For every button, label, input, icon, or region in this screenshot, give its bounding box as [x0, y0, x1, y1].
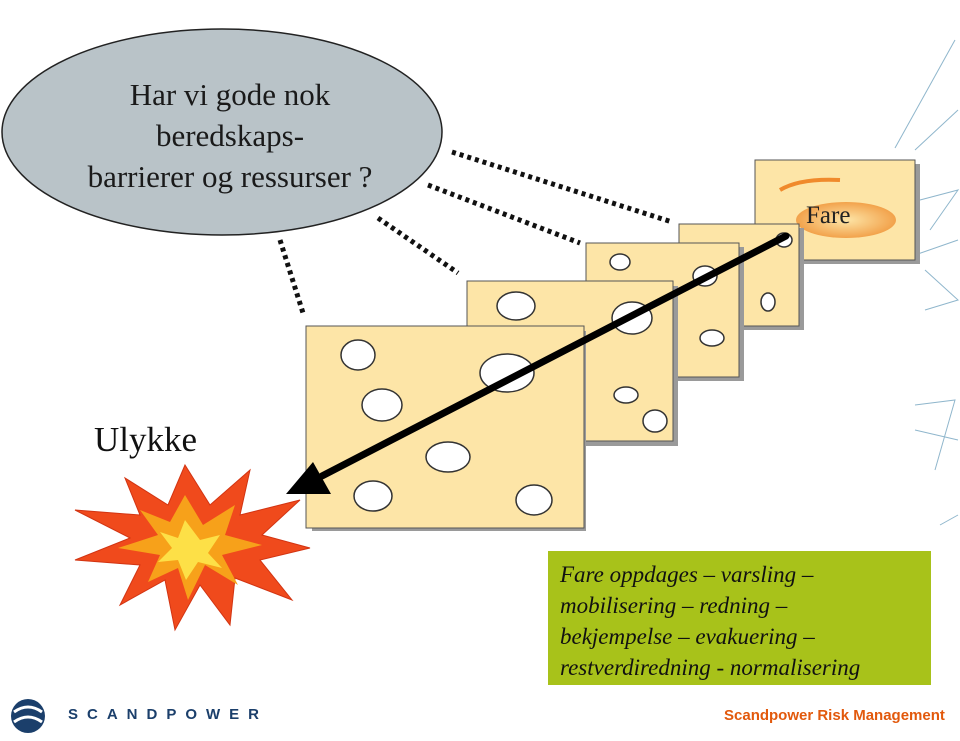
- question-line: beredskaps-: [155, 118, 305, 153]
- brand-name: SCANDPOWER: [68, 706, 269, 723]
- background-decoration: [894, 39, 960, 526]
- response-phase-line: mobilisering – redning –: [560, 593, 788, 618]
- footer-text: Scandpower Risk Management: [724, 707, 945, 724]
- connector-lines: [277, 149, 673, 314]
- hazard-flame-icon: [796, 202, 896, 238]
- response-phase-line: restverdiredning - normalisering: [560, 655, 861, 680]
- question-line: Har vi gode nok: [129, 77, 331, 112]
- hazard-label: Fare: [806, 202, 851, 229]
- response-phases-box: Fare oppdages – varsling – mobilisering …: [548, 551, 931, 685]
- question-bubble: [1, 28, 443, 236]
- barrier-slice-5: [754, 159, 920, 264]
- accident-label: Ulykke: [94, 420, 198, 459]
- explosion-icon: [74, 463, 311, 632]
- question-text: Har vi gode nok beredskaps- barrierer og…: [40, 74, 420, 197]
- hazard-trajectory-arrow: [286, 232, 790, 494]
- question-line: barrierer og ressurser ?: [87, 159, 373, 194]
- barrier-slice-1: [305, 325, 586, 531]
- response-phase-line: bekjempelse – evakuering –: [560, 624, 815, 649]
- scandpower-logo-icon: [11, 699, 45, 733]
- response-phase-line: Fare oppdages – varsling –: [560, 562, 814, 587]
